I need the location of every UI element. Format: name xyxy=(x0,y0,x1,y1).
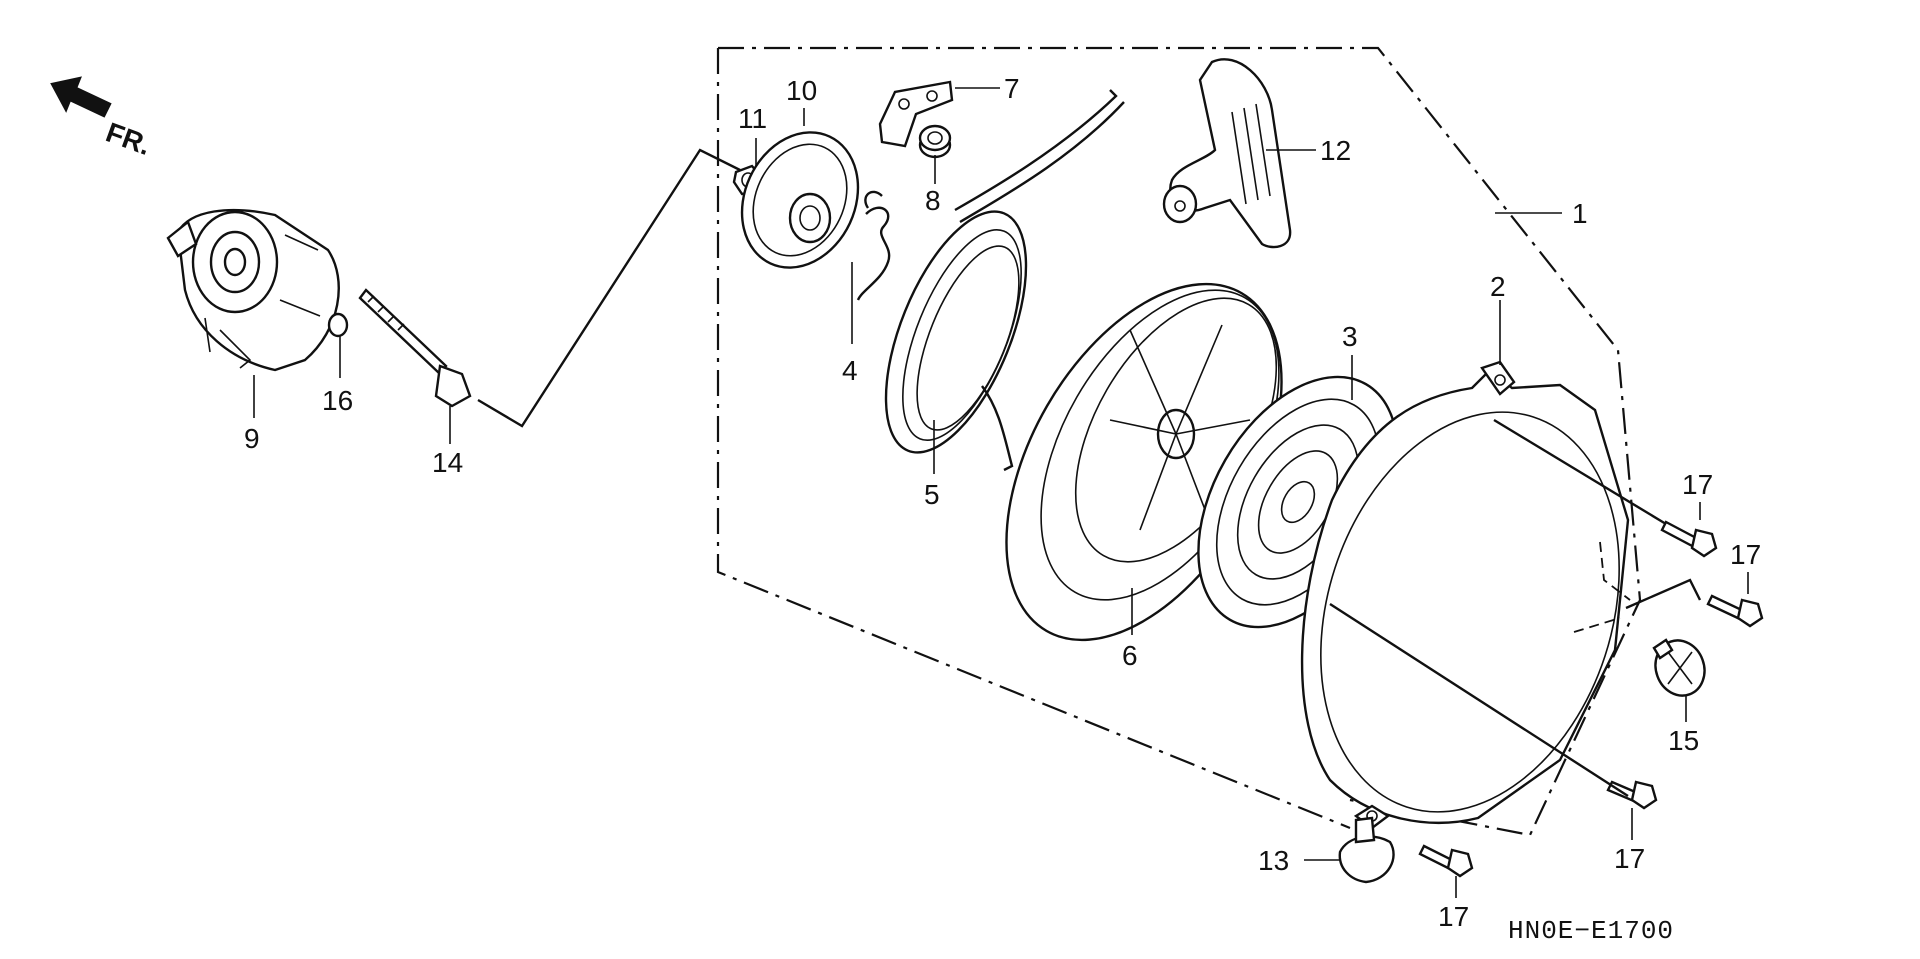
callout-8: 8 xyxy=(925,185,941,216)
leader-case-bolt-line xyxy=(1329,602,1629,798)
callout-17-upper: 17 xyxy=(1682,469,1713,500)
callout-14: 14 xyxy=(432,447,463,478)
callout-12: 12 xyxy=(1320,135,1351,166)
case-bolt-upper-part xyxy=(1660,520,1718,558)
leader-case-upper-line xyxy=(1493,418,1667,526)
callout-7: 7 xyxy=(1004,73,1020,104)
callout-5: 5 xyxy=(924,479,940,510)
starter-rope-part xyxy=(884,89,1125,472)
callout-leaders xyxy=(253,87,1749,898)
ratchet-spring-part xyxy=(856,190,891,301)
callout-4: 4 xyxy=(842,355,858,386)
case-bolt-right-part xyxy=(1706,594,1764,628)
starter-grip-part xyxy=(1162,58,1292,249)
ratchet-part xyxy=(878,80,954,148)
washer-part xyxy=(327,312,349,338)
callout-17-right: 17 xyxy=(1730,539,1761,570)
friction-plate-part xyxy=(740,131,860,269)
flange-bolt-part xyxy=(358,288,472,408)
assembly-boundary-outline xyxy=(716,46,1642,837)
callout-6: 6 xyxy=(1122,640,1138,671)
leader-rope-guide-line xyxy=(1625,578,1702,610)
callout-3: 3 xyxy=(1342,321,1358,352)
callout-9: 9 xyxy=(244,423,260,454)
callout-11: 11 xyxy=(738,103,767,134)
rope-guide-part xyxy=(1652,638,1706,697)
front-direction-arrow-icon xyxy=(50,76,112,118)
callout-16: 16 xyxy=(322,385,353,416)
diagram-code: HN0E−E1700 xyxy=(1508,916,1674,946)
starter-case-part xyxy=(1300,360,1631,830)
cap-part xyxy=(1338,816,1395,884)
callout-15: 15 xyxy=(1668,725,1699,756)
callout-2: 2 xyxy=(1490,271,1506,302)
collar-part xyxy=(918,124,952,159)
callout-17-lower-right: 17 xyxy=(1614,843,1645,874)
front-direction-label: FR. xyxy=(102,117,155,162)
callout-13: 13 xyxy=(1258,845,1289,876)
case-bolt-lower-right-part xyxy=(1606,780,1658,810)
case-bolt-bottom-part xyxy=(1418,844,1474,878)
callout-1: 1 xyxy=(1572,198,1588,229)
starter-pulley-part xyxy=(166,208,340,372)
callout-10: 10 xyxy=(786,75,817,106)
callout-17-bottom: 17 xyxy=(1438,901,1469,932)
leader-bolt-to-center xyxy=(477,148,741,428)
